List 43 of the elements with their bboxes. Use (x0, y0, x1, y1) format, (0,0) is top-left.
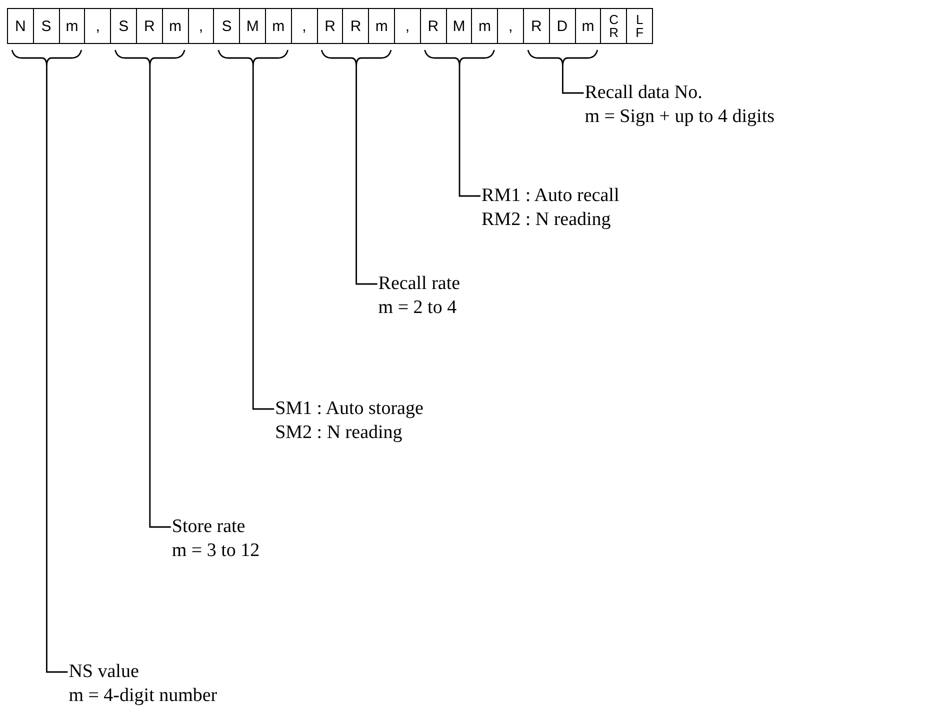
character-cell: D (548, 8, 576, 44)
character-cell: M (446, 8, 472, 44)
description-text: Recall rate m = 2 to 4 (378, 272, 460, 320)
character-cell: S (32, 8, 60, 44)
leader-line (46, 66, 68, 673)
leader-line (356, 66, 378, 285)
leader-line (149, 66, 171, 528)
character-cell: , (497, 8, 524, 44)
character-cell: m (265, 8, 292, 44)
character-cell: , (290, 8, 318, 44)
character-cell: , (394, 8, 421, 44)
character-cell: L F (626, 8, 653, 44)
brace (114, 50, 186, 67)
character-cell: R (523, 8, 550, 44)
brace (320, 50, 392, 67)
character-cell: N (7, 8, 34, 44)
description-text: NS value m = 4-digit number (68, 660, 218, 708)
brace (11, 50, 82, 67)
brace (424, 50, 495, 67)
character-cell: , (188, 8, 214, 44)
character-cell: m (574, 8, 602, 44)
character-cell: M (239, 8, 266, 44)
brace (218, 50, 288, 67)
character-cell: m (58, 8, 86, 44)
character-cell: m (471, 8, 498, 44)
description-text: Store rate m = 3 to 12 (172, 515, 260, 563)
character-cell: C R (600, 8, 628, 44)
character-cell: S (110, 8, 137, 44)
character-cell: S (213, 8, 240, 44)
character-cell: , (84, 8, 112, 44)
description-text: Recall data No. m = Sign + up to 4 digits (584, 81, 775, 129)
brace (527, 50, 598, 67)
leader-line (458, 66, 480, 197)
description-text: SM1 : Auto storage SM2 : N reading (275, 397, 424, 445)
character-cell: R (316, 8, 344, 44)
character-cell: R (342, 8, 370, 44)
leader-line (562, 66, 584, 94)
character-cell: R (136, 8, 163, 44)
description-text: RM1 : Auto recall RM2 : N reading (482, 184, 620, 232)
character-cell: R (420, 8, 447, 44)
character-cell: m (162, 8, 189, 44)
character-cell: m (368, 8, 395, 44)
leader-line (252, 66, 274, 410)
